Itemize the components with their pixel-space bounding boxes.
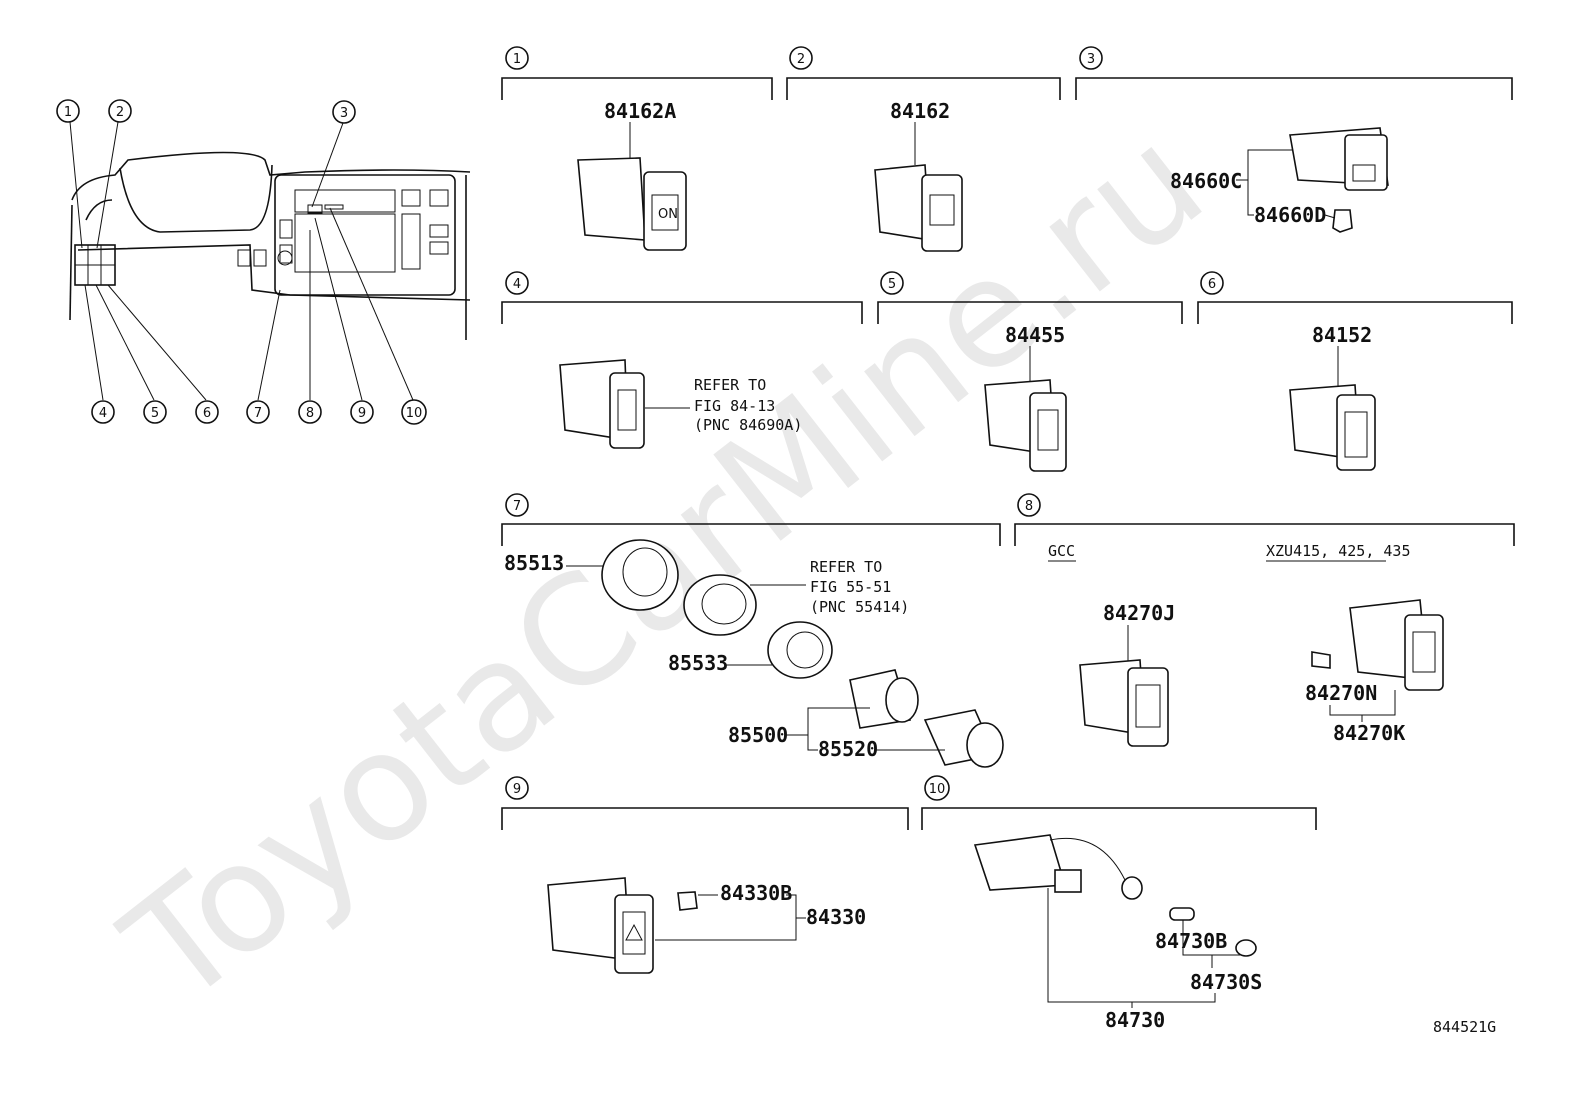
switch-84152-icon [1289,384,1376,471]
svg-text:1: 1 [513,52,521,67]
part-label-84270K: 84270K [1333,721,1405,745]
svg-text:2: 2 [116,105,124,120]
overview-callout-1: 1 [56,99,80,123]
svg-text:4: 4 [99,406,107,421]
svg-text:8: 8 [306,406,314,421]
overview-callout-6: 6 [195,400,219,424]
part-label-84660C: 84660C [1170,169,1242,193]
refer-line-1: REFER TO [694,376,766,394]
part-label-84270N: 84270N [1305,681,1377,705]
part-label-85500: 85500 [728,723,788,747]
part-label-84730B: 84730B [1155,929,1227,953]
svg-text:2: 2 [797,52,805,67]
part-label-84162: 84162 [890,99,950,123]
svg-text:7: 7 [513,499,521,514]
overview-callout-3: 3 [332,100,356,124]
refer-line-3: (PNC 55414) [810,598,909,616]
overview-callout-9: 9 [350,400,374,424]
part-label-84270J: 84270J [1103,601,1175,625]
part-label-84330: 84330 [806,905,866,929]
svg-text:10: 10 [406,406,423,421]
socket-85500-icon [849,669,919,729]
figure-code: 844521G [1433,1018,1496,1036]
svg-text:9: 9 [358,406,366,421]
switch-84690A-icon [559,359,645,449]
switch-84455-icon [984,379,1067,472]
section-6: 6 84152 [1197,271,1513,471]
svg-text:4: 4 [513,277,521,292]
svg-text:9: 9 [513,782,521,797]
svg-text:5: 5 [151,406,159,421]
svg-text:1: 1 [64,105,72,120]
section-8: 8 GCC XZU415, 425, 435 84270J 84270N 842… [1014,493,1515,747]
switch-84330-icon [547,877,654,974]
variant-xzu: XZU415, 425, 435 [1266,542,1411,560]
switch-84660C-icon [1289,127,1389,191]
svg-text:3: 3 [340,106,348,121]
bulb-84730S-icon [1235,939,1257,957]
lighter-85520-icon [923,709,1004,768]
bulb-84730B-icon [1169,907,1195,921]
section-5: 5 84455 [877,271,1183,472]
section-7: 7 85513 REFER TO FIG 55-51 (PNC 55414) 8… [501,493,1004,768]
svg-text:ON: ON [658,207,678,222]
unit-84730-icon [973,834,1143,900]
section-9: 9 84330B 84330 [501,776,909,974]
svg-text:5: 5 [888,277,896,292]
overview-callout-8: 8 [298,400,322,424]
section-3: 3 84660C 84660D [1075,46,1513,233]
svg-text:3: 3 [1087,52,1095,67]
variant-gcc: GCC [1048,542,1075,560]
sleeve-85533-icon [767,621,833,679]
svg-text:8: 8 [1025,499,1033,514]
ring-85513-icon [601,539,679,611]
refer-line-2: FIG 55-51 [810,578,891,596]
part-label-84660D: 84660D [1254,203,1326,227]
overview-callout-10: 10 [401,399,427,425]
overview-callout-4: 4 [91,400,115,424]
dashboard-overview: 1 2 3 4 5 6 7 8 9 10 [56,99,471,425]
part-label-84455: 84455 [1005,323,1065,347]
svg-text:7: 7 [254,406,262,421]
section-2: 2 84162 [786,46,1061,252]
switch-84162A-icon: ON [577,157,687,251]
refer-line-1: REFER TO [810,558,882,576]
switch-84162-icon [874,164,963,252]
clip-84660D-icon [1332,209,1353,233]
section-10: 10 84730B 84730S 84730 [921,775,1317,1032]
ring-55414-icon [683,574,757,636]
switch-84270J-icon [1079,659,1169,747]
screw-84270N-icon [1311,651,1331,669]
bulb-84330B-icon [677,891,698,911]
svg-text:10: 10 [929,782,946,797]
part-label-85520: 85520 [818,737,878,761]
part-label-84152: 84152 [1312,323,1372,347]
part-label-84162A: 84162A [604,99,676,123]
overview-callout-2: 2 [108,99,132,123]
overview-callout-7: 7 [246,400,270,424]
part-label-84730S: 84730S [1190,970,1262,994]
section-1: 1 84162A ON [501,46,773,251]
part-label-84330B: 84330B [720,881,792,905]
svg-text:6: 6 [203,406,211,421]
part-label-85533: 85533 [668,651,728,675]
part-label-84730: 84730 [1105,1008,1165,1032]
overview-callout-5: 5 [143,400,167,424]
switch-84270K-icon [1349,599,1444,691]
section-4: 4 REFER TO FIG 84-13 (PNC 84690A) [501,271,863,449]
refer-line-2: FIG 84-13 [694,397,775,415]
svg-text:6: 6 [1208,277,1216,292]
part-label-85513: 85513 [504,551,564,575]
refer-line-3: (PNC 84690A) [694,416,802,434]
